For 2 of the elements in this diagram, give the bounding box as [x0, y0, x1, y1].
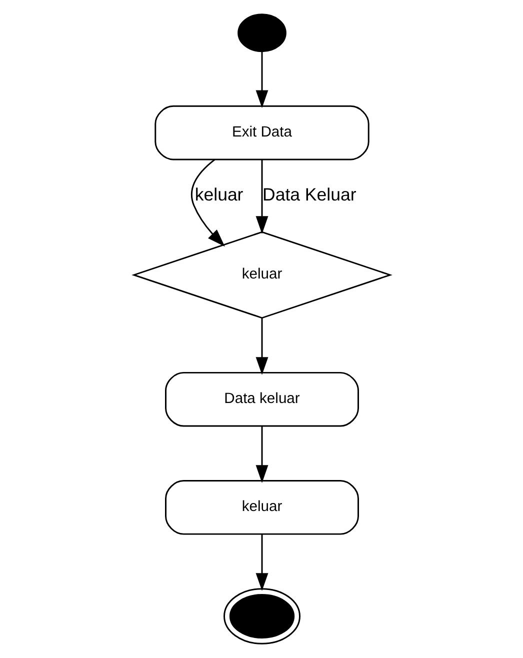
edge-label: Data Keluar: [262, 184, 356, 204]
edge-label: keluar: [194, 184, 243, 204]
